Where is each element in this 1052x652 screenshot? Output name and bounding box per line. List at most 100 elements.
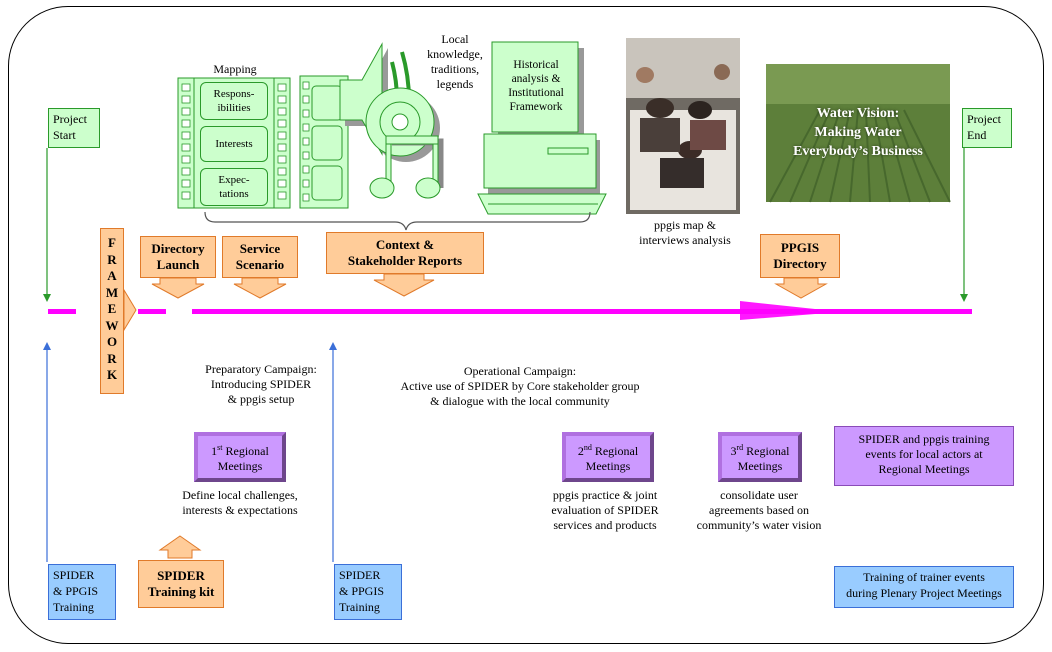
meeting-1-caption: Define local challenges, interests & exp… (160, 488, 320, 518)
training-arrowhead-mid (329, 342, 337, 350)
project-end-line1: Project (967, 112, 1001, 126)
meeting-1-ord: 1 (211, 444, 218, 458)
context-brace (204, 211, 591, 231)
timeline-arrowhead (740, 301, 815, 320)
legend-purple: SPIDER and ppgis training events for loc… (834, 426, 1014, 486)
service-scenario-line1: Service (239, 241, 281, 256)
music-note-icon (369, 135, 444, 199)
preparatory-line3: & ppgis setup (227, 392, 295, 406)
meeting-3-caption2: agreements based on (709, 503, 809, 517)
framework-letter-7: R (107, 350, 117, 366)
directory-launch-line2: Launch (156, 257, 200, 272)
context-reports-box: Context &Stakeholder Reports (326, 232, 484, 274)
meeting-2-caption3: services and products (553, 518, 657, 532)
legend-purple-line1: SPIDER and ppgis training (858, 432, 990, 446)
mapping-item-2-line2: tations (219, 188, 249, 200)
project-start-line1: Project (53, 112, 87, 126)
service-scenario-line2: Scenario (235, 257, 285, 272)
regional-meeting-3: 3rd Regional Meetings (718, 432, 802, 482)
mapping-item-1-line1: Interests (215, 138, 253, 150)
historical-line3: Institutional (508, 87, 564, 99)
vision-line3: Everybody’s Business (793, 144, 923, 159)
training-left-line3: Training (53, 600, 94, 614)
directory-launch-arrow (151, 277, 205, 299)
training-kit-line2: Training kit (147, 584, 215, 599)
meeting-1-line2: Meetings (217, 459, 263, 473)
workshop-photo (626, 38, 740, 214)
framework-letter-3: M (105, 284, 119, 300)
framework-letter-1: R (107, 251, 117, 267)
historical-line4: Framework (509, 101, 563, 113)
service-scenario-arrow (233, 277, 287, 299)
meeting-2-caption1: ppgis practice & joint (552, 488, 658, 502)
photo-caption: ppgis map & interviews analysis (600, 218, 770, 248)
operational-campaign: Operational Campaign: Active use of SPID… (370, 364, 670, 409)
project-start-box: Project Start (48, 108, 100, 148)
meeting-1-caption1: Define local challenges, (182, 488, 298, 502)
vision-line1: Water Vision: (816, 106, 900, 121)
legend-blue-line1: Training of trainer events (863, 570, 985, 584)
water-vision-text: Water Vision: Making Water Everybody’s B… (766, 104, 950, 161)
diagram-frame (8, 6, 1044, 644)
mapping-expectations: Expec-tations (200, 168, 268, 206)
meeting-3-line2: Meetings (737, 459, 783, 473)
training-mid-line1: SPIDER (339, 568, 381, 582)
meeting-2-ord: 2 (577, 444, 584, 458)
operational-line1: Operational Campaign: (463, 364, 577, 378)
project-start-line2: Start (53, 128, 76, 142)
mapping-interests: Interests (200, 126, 268, 162)
meeting-1-word: Regional (222, 444, 269, 458)
meeting-3-ord: 3 (730, 444, 737, 458)
meeting-2-line2: Meetings (585, 459, 631, 473)
timeline-segment-3 (192, 309, 972, 314)
photo-caption-line2: interviews analysis (639, 233, 731, 247)
photo-caption-line1: ppgis map & (654, 218, 716, 232)
operational-line3: & dialogue with the local community (430, 394, 610, 408)
timeline-segment-2 (138, 309, 166, 314)
meeting-3-caption: consolidate user agreements based on com… (684, 488, 834, 533)
training-left-box: SPIDER & PPGIS Training (48, 564, 116, 620)
meeting-1-sup: st (217, 443, 223, 452)
regional-meeting-1: 1st Regional Meetings (194, 432, 286, 482)
training-kit-arrow (158, 535, 202, 559)
mapping-title: Mapping (213, 62, 257, 76)
computer-icon (477, 41, 607, 215)
mapping-responsibilities: Respons-ibilities (200, 82, 268, 120)
training-mid-line2: & PPGIS (339, 584, 385, 598)
training-mid-box: SPIDER & PPGIS Training (334, 564, 402, 620)
context-reports-line2: Stakeholder Reports (347, 253, 463, 268)
training-left-line2: & PPGIS (53, 584, 99, 598)
preparatory-line1: Preparatory Campaign: (205, 362, 317, 376)
timeline-segment-1 (48, 309, 76, 314)
preparatory-campaign: Preparatory Campaign: Introducing SPIDER… (196, 362, 326, 407)
framework-letter-6: O (106, 334, 118, 349)
local-knowledge-label: Local knowledge, traditions, legends (420, 32, 490, 92)
training-mid-line3: Training (339, 600, 380, 614)
directory-launch-line1: Directory (151, 241, 205, 256)
mapping-item-2-line1: Expec- (218, 174, 250, 186)
project-end-line2: End (967, 128, 987, 142)
meeting-2-caption2: evaluation of SPIDER (551, 503, 659, 517)
training-kit-line1: SPIDER (157, 568, 205, 583)
project-end-box: Project End (962, 108, 1012, 148)
meeting-3-caption3: community’s water vision (696, 518, 822, 532)
framework-arrowhead (123, 288, 137, 332)
legend-purple-line2: events for local actors at (865, 447, 983, 461)
mapping-item-0-line1: Respons- (213, 88, 255, 100)
historical-line1: Historical (513, 59, 559, 71)
framework-letter-8: K (106, 367, 118, 382)
vision-line2: Making Water (814, 125, 902, 140)
ppgis-directory-arrow (774, 277, 828, 299)
meeting-2-sup: nd (583, 443, 592, 452)
local-knowledge-line3: traditions, (430, 62, 480, 76)
end-arrowhead (960, 294, 968, 302)
training-left-line1: SPIDER (53, 568, 95, 582)
meeting-3-caption1: consolidate user (720, 488, 798, 502)
framework-letter-4: E (107, 301, 117, 316)
preparatory-line2: Introducing SPIDER (210, 377, 312, 391)
